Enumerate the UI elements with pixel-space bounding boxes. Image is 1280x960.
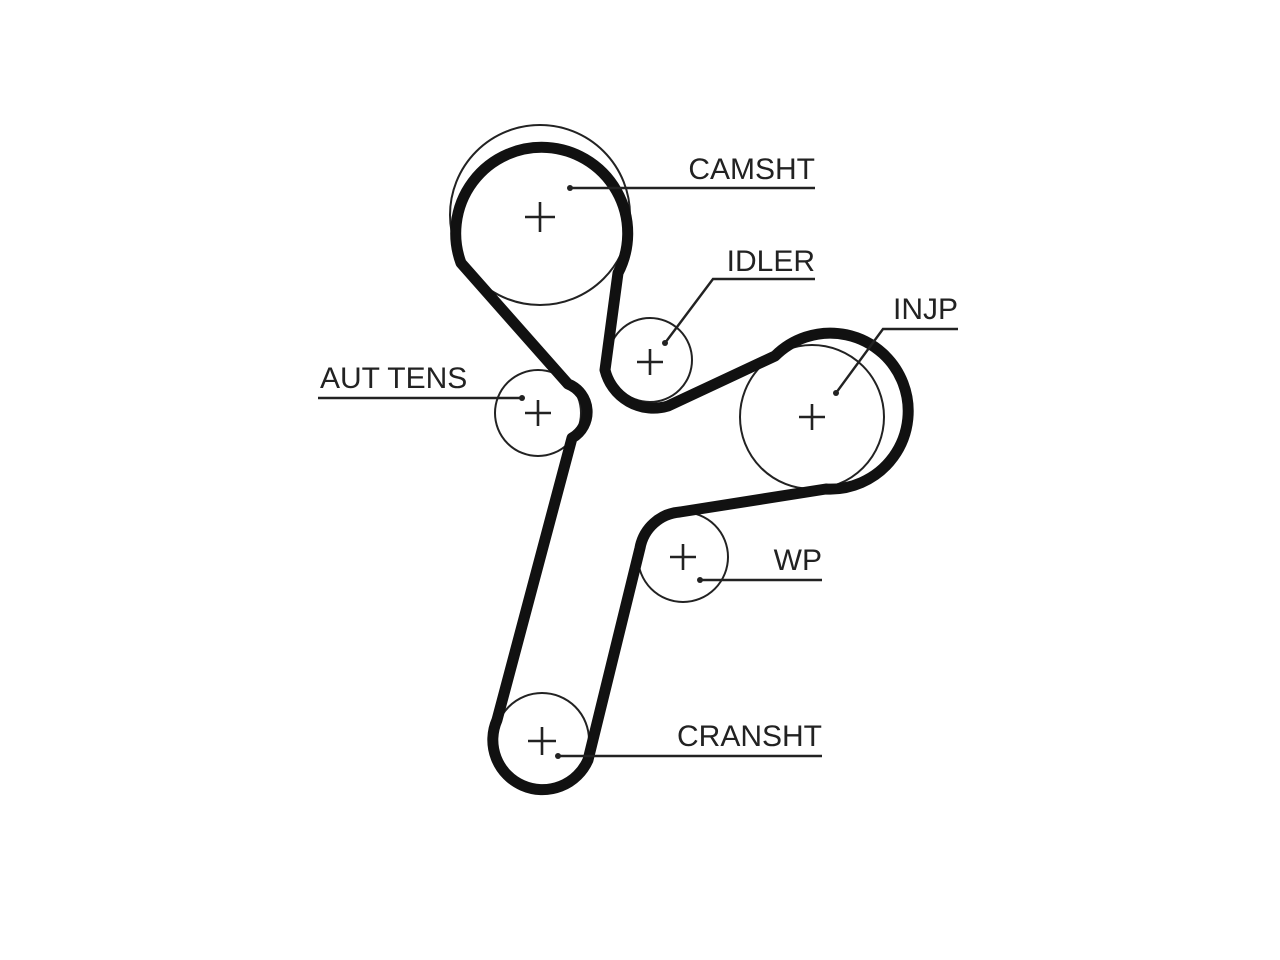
- injection-pump-leader: [833, 327, 958, 396]
- crankshaft-center-cross: [528, 727, 556, 755]
- label-injp: INJP: [893, 293, 958, 326]
- idler-leader: [662, 277, 815, 346]
- label-idler: IDLER: [727, 245, 815, 278]
- water-pump-center-cross: [670, 544, 696, 570]
- injection-pump-center-cross: [799, 404, 825, 430]
- timing-belt: [450, 141, 914, 796]
- label-cransht: CRANSHT: [677, 720, 822, 753]
- camshaft-center-cross: [525, 202, 555, 232]
- crankshaft-leader: [555, 753, 822, 759]
- label-camsht: CAMSHT: [688, 153, 815, 186]
- camshaft-leader: [567, 185, 815, 191]
- idler-center-cross: [637, 349, 663, 375]
- water-pump-leader: [697, 577, 822, 583]
- label-aut-tens: AUT TENS: [320, 362, 467, 395]
- auto-tensioner-center-cross: [525, 400, 551, 426]
- label-wp: WP: [774, 544, 822, 577]
- auto-tensioner-leader: [318, 395, 525, 401]
